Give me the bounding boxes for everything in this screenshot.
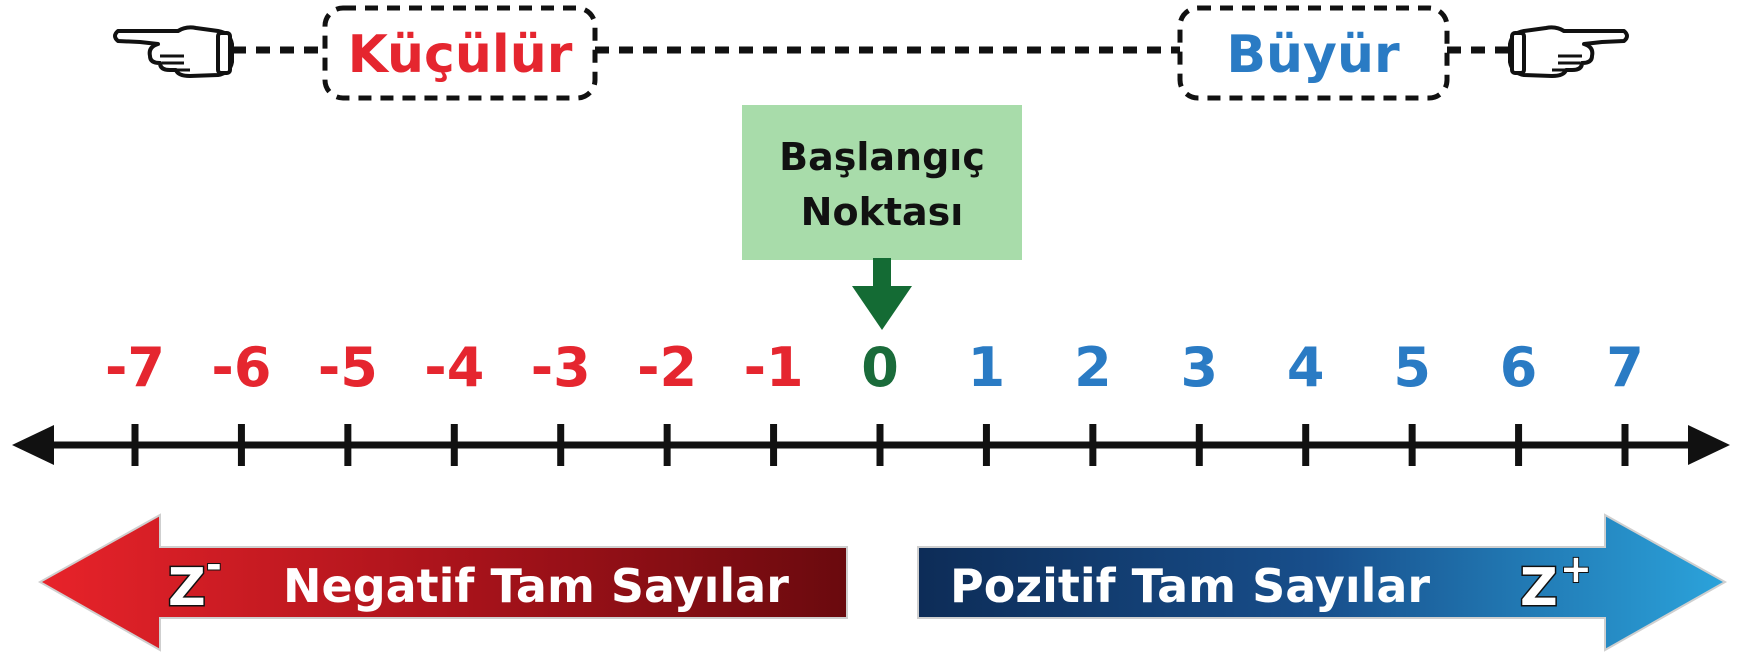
origin-label-line1: Başlangıç xyxy=(779,135,985,179)
negative-symbol: Z xyxy=(168,558,206,618)
tick-label: -7 xyxy=(105,336,165,399)
negative-integers-label: Negatif Tam Sayılar xyxy=(283,559,789,613)
decrease-label: Küçülür xyxy=(348,25,573,85)
tick-label: 5 xyxy=(1393,336,1431,399)
negative-superscript: - xyxy=(206,543,222,587)
tick-label: -4 xyxy=(424,336,484,399)
positive-integers-label: Pozitif Tam Sayılar xyxy=(950,559,1430,613)
positive-superscript: + xyxy=(1560,547,1592,591)
tick-label: 4 xyxy=(1287,336,1325,399)
tick-label: -1 xyxy=(744,336,804,399)
tick-label: -2 xyxy=(637,336,697,399)
tick-label: 1 xyxy=(968,336,1006,399)
tick-label: -3 xyxy=(531,336,591,399)
origin-box xyxy=(742,105,1022,260)
increase-box xyxy=(1177,5,1450,101)
decrease-box xyxy=(322,5,598,101)
tick-label: -6 xyxy=(211,336,271,399)
origin-label-line2: Noktası xyxy=(801,190,964,234)
tick-label: 2 xyxy=(1074,336,1112,399)
pointing-hand-left-icon xyxy=(113,25,234,78)
axis-right-arrowhead-icon xyxy=(1688,425,1730,465)
pointing-hand-right-icon xyxy=(1508,25,1629,78)
number-line-ticks: -7 -6 -5 -4 -3 -2 -1 0 1 2 3 4 5 6 7 xyxy=(105,336,1644,466)
origin-down-arrow-icon xyxy=(852,258,912,330)
tick-label: 6 xyxy=(1500,336,1538,399)
tick-label: 0 xyxy=(861,336,899,399)
increase-label: Büyür xyxy=(1226,25,1400,85)
tick-label: 3 xyxy=(1180,336,1218,399)
positive-symbol: Z xyxy=(1520,558,1558,618)
axis-left-arrowhead-icon xyxy=(12,425,54,465)
positive-integers-arrow xyxy=(917,513,1728,652)
negative-integers-arrow xyxy=(37,513,848,652)
tick-label: -5 xyxy=(318,336,378,399)
tick-label: 7 xyxy=(1606,336,1644,399)
